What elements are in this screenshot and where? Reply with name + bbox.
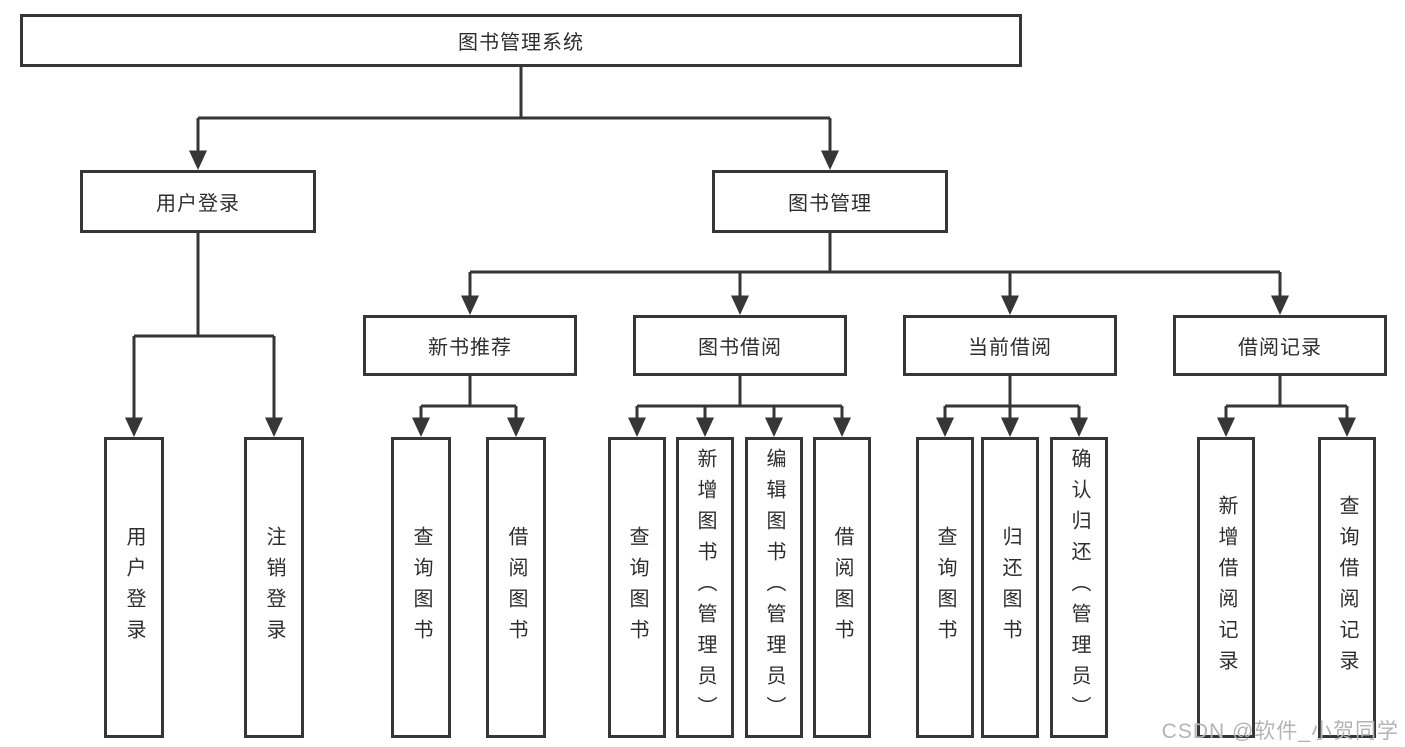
leaf-query-books-borrow: 查询图书	[608, 437, 666, 738]
leaf-add-borrow-record: 新增借阅记录	[1197, 437, 1255, 738]
node-borrow-records: 借阅记录	[1173, 315, 1387, 376]
leaf-return-books: 归还图书	[981, 437, 1039, 738]
leaf-borrow-books: 借阅图书	[813, 437, 871, 738]
csdn-watermark: CSDN @软件_小贺同学	[1161, 720, 1399, 743]
node-user-login: 用户登录	[80, 170, 316, 233]
node-book-borrow: 图书借阅	[633, 315, 847, 376]
leaf-edit-books-admin: 编辑图书（管理员）	[745, 437, 803, 738]
node-new-book-recommend: 新书推荐	[363, 315, 577, 376]
leaf-logout: 注销登录	[244, 437, 304, 738]
node-book-management: 图书管理	[712, 170, 948, 233]
leaf-borrow-books-recommend: 借阅图书	[486, 437, 546, 738]
leaf-confirm-return-admin: 确认归还（管理员）	[1050, 437, 1108, 738]
leaf-query-books-current: 查询图书	[916, 437, 974, 738]
node-library-system: 图书管理系统	[20, 14, 1022, 67]
leaf-query-books-recommend: 查询图书	[391, 437, 451, 738]
leaf-add-books-admin: 新增图书（管理员）	[676, 437, 734, 738]
leaf-user-login: 用户登录	[104, 437, 164, 738]
node-current-borrow: 当前借阅	[903, 315, 1117, 376]
leaf-query-borrow-record: 查询借阅记录	[1318, 437, 1376, 738]
